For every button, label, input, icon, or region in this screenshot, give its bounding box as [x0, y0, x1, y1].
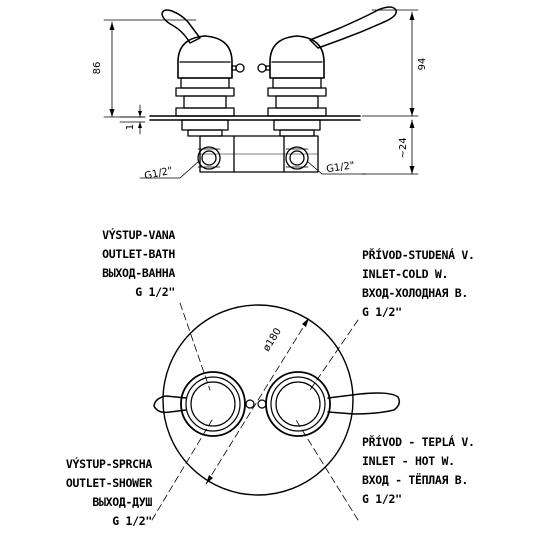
label-inlet-hot-ru: ВХОД - ТЁПЛАЯ В. — [362, 473, 468, 487]
leader-outlet-shower — [151, 419, 213, 521]
label-inlet-hot: PŘÍVOD - TEPLÁ V. INLET - HOT W. ВХОД - … — [362, 433, 475, 509]
dimension-gap: 1 — [119, 104, 146, 135]
label-outlet-shower-cz: VÝSTUP-SPRCHA — [65, 457, 152, 471]
right-handle-front — [257, 371, 401, 437]
label-inlet-hot-cz: PŘÍVOD - TEPLÁ V. — [362, 435, 475, 449]
leader-inlet-hot — [295, 419, 359, 521]
thread-label-left: G1/2" — [144, 165, 174, 182]
label-inlet-cold-en: INLET-COLD W. — [362, 267, 449, 281]
dimension-label-94: 94 — [417, 58, 428, 71]
label-inlet-hot-thread: G 1/2" — [362, 492, 402, 506]
label-outlet-bath-cz: VÝSTUP-VANA — [102, 228, 175, 242]
label-outlet-shower: VÝSTUP-SPRCHA OUTLET-SHOWER ВЫХОД-ДУШ G … — [66, 455, 152, 531]
label-outlet-shower-en: OUTLET-SHOWER — [65, 476, 152, 490]
dimension-label-24: ~24 — [398, 137, 409, 158]
label-outlet-bath-ru: ВЫХОД-ВАННА — [102, 266, 175, 280]
label-outlet-bath: VÝSTUP-VANA OUTLET-BATH ВЫХОД-ВАННА G 1/… — [102, 226, 175, 302]
rosette-plate — [162, 304, 354, 496]
dimension-depth-right: ~24 — [361, 119, 419, 175]
thread-callout-right: G1/2" — [307, 160, 367, 175]
label-inlet-cold-ru: ВХОД-ХОЛОДНАЯ В. — [362, 286, 468, 300]
thread-callout-left: G1/2" — [139, 161, 199, 182]
front-view: ø180 — [151, 302, 401, 521]
label-inlet-cold: PŘÍVOD-STUDENÁ V. INLET-COLD W. ВХОД-ХОЛ… — [362, 246, 475, 322]
dimension-height-left: 86 — [92, 19, 197, 118]
side-elevation-view: 86 1 — [92, 6, 428, 182]
left-valve-side — [161, 9, 245, 137]
dimension-label-180: ø180 — [261, 326, 284, 353]
dimension-diameter: ø180 — [205, 317, 310, 485]
dimension-label-86: 86 — [92, 62, 103, 75]
left-handle-front — [153, 371, 255, 437]
dimension-height-right: 94 — [361, 9, 428, 117]
leader-outlet-bath — [179, 302, 211, 391]
dimension-label-1: 1 — [125, 124, 136, 130]
label-outlet-bath-thread: G 1/2" — [135, 285, 175, 299]
label-outlet-bath-en: OUTLET-BATH — [102, 247, 175, 261]
label-inlet-hot-en: INLET - HOT W. — [362, 454, 455, 468]
label-outlet-shower-ru: ВЫХОД-ДУШ — [92, 495, 152, 509]
valve-body-fittings — [197, 135, 319, 173]
label-inlet-cold-thread: G 1/2" — [362, 305, 402, 319]
label-outlet-shower-thread: G 1/2" — [112, 514, 152, 528]
thread-label-right: G1/2" — [326, 160, 356, 175]
leader-inlet-cold — [309, 319, 359, 391]
label-inlet-cold-cz: PŘÍVOD-STUDENÁ V. — [362, 248, 475, 262]
